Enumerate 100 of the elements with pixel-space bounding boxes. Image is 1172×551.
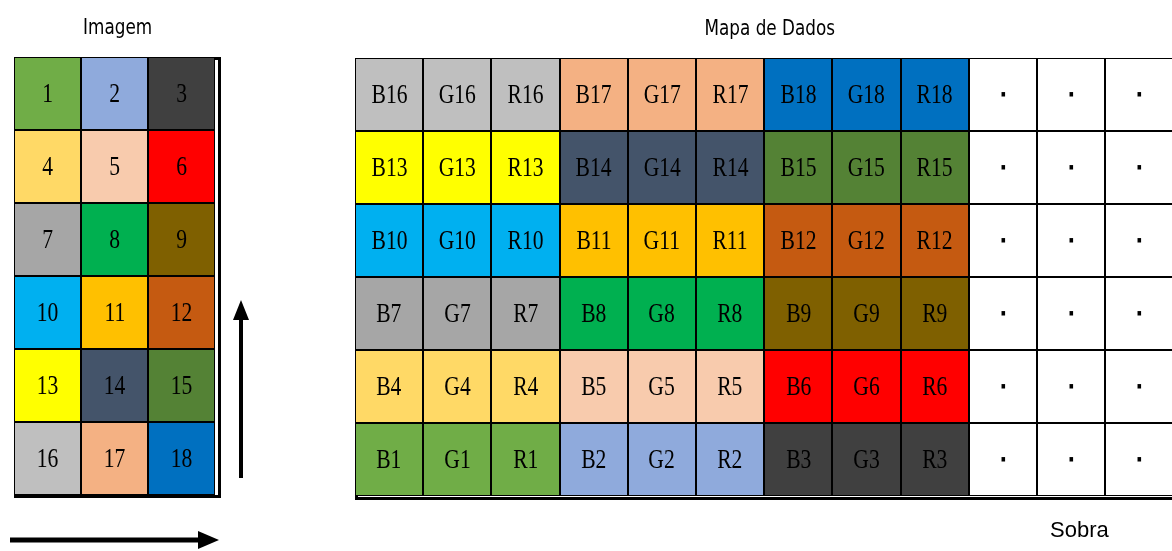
cell-label: G8	[648, 298, 676, 329]
cell-label: B13	[371, 152, 408, 183]
grid-cell	[1105, 350, 1172, 423]
cell-label: ▪	[1136, 449, 1142, 470]
cell-label: 5	[109, 151, 120, 182]
grid-title: Mapa de Dados	[704, 15, 836, 40]
cell-label: 18	[170, 443, 193, 474]
grid-cell	[148, 422, 215, 495]
grid-cell	[1105, 423, 1172, 496]
grid-cell	[1037, 131, 1106, 204]
grid-cell	[559, 131, 628, 204]
grid-cell	[968, 58, 1037, 131]
cell-label: G2	[648, 444, 676, 475]
grid-cell	[764, 58, 833, 131]
cell-label: R2	[717, 444, 743, 475]
cell-label: B3	[785, 444, 811, 475]
cell-label: ▪	[1068, 449, 1074, 470]
grid-cell	[559, 204, 628, 277]
cell-label: 16	[36, 443, 59, 474]
cell-label: R15	[916, 152, 953, 183]
grid-cell	[968, 131, 1037, 204]
grid-cell	[1037, 277, 1106, 350]
grid-cell	[696, 204, 765, 277]
cell-label: 1	[42, 78, 53, 109]
cell-label: 9	[176, 224, 187, 255]
grid-cell	[81, 203, 148, 276]
cell-label: B15	[780, 152, 817, 183]
cell-label: 4	[42, 151, 53, 182]
grid-cell	[900, 204, 969, 277]
cell-label: G11	[643, 225, 681, 256]
cell-label: G4	[444, 371, 471, 402]
cell-label: G15	[847, 152, 886, 183]
cell-label: 3	[176, 78, 187, 109]
grid-cell	[764, 350, 833, 423]
note-label: Sobra	[1050, 517, 1109, 543]
grid-cell	[627, 58, 696, 131]
cell-label: R5	[717, 371, 743, 402]
grid-cell	[832, 423, 901, 496]
cell-label: G12	[847, 225, 886, 256]
grid-title: Imagem	[82, 14, 153, 39]
cell-label: R16	[507, 79, 544, 110]
grid-cell	[968, 350, 1037, 423]
grid-cell	[832, 131, 901, 204]
grid-cell	[14, 349, 81, 422]
grid-cell	[148, 130, 215, 203]
cell-label: 7	[42, 224, 53, 255]
cell-label: ▪	[1136, 157, 1142, 178]
grid-cell	[355, 350, 424, 423]
cell-label: R17	[712, 79, 749, 110]
grid-cell	[491, 277, 560, 350]
grid-cell	[14, 130, 81, 203]
grid-cell	[1037, 58, 1106, 131]
cell-label: ▪	[1000, 157, 1006, 178]
grid-cell	[696, 58, 765, 131]
grid-cell	[423, 131, 492, 204]
grid-cell	[355, 131, 424, 204]
grid-cell	[1037, 423, 1106, 496]
grid-cell	[81, 422, 148, 495]
grid-cell	[148, 349, 215, 422]
cell-label: G18	[847, 79, 886, 110]
grid-cell	[1037, 204, 1106, 277]
cell-label: B6	[785, 371, 811, 402]
cell-label: ▪	[1068, 157, 1074, 178]
cell-label: ▪	[1136, 84, 1142, 105]
grid-cell	[423, 277, 492, 350]
grid-cell	[81, 349, 148, 422]
grid-cell	[764, 131, 833, 204]
grid-cell	[491, 131, 560, 204]
grid-cell	[423, 350, 492, 423]
grid-cell	[696, 277, 765, 350]
cell-label: 2	[109, 78, 120, 109]
cell-label: R14	[712, 152, 749, 183]
cell-label: ▪	[1000, 230, 1006, 251]
cell-label: 6	[176, 151, 187, 182]
grid-cell	[968, 423, 1037, 496]
grid-cell	[559, 350, 628, 423]
grid-cell	[14, 422, 81, 495]
grid-cell	[696, 423, 765, 496]
grid-cell	[968, 204, 1037, 277]
grid-cell	[900, 131, 969, 204]
cell-label: ▪	[1136, 376, 1142, 397]
grid-cell	[627, 277, 696, 350]
cell-label: G5	[648, 371, 676, 402]
cell-label: G3	[853, 444, 880, 475]
grid-cell	[764, 204, 833, 277]
cell-label: 13	[36, 370, 59, 401]
cell-label: 17	[103, 443, 126, 474]
cell-label: B5	[581, 371, 607, 402]
grid-cell	[900, 423, 969, 496]
grid-cell	[355, 58, 424, 131]
cell-label: 15	[170, 370, 193, 401]
grid-cell	[81, 57, 148, 130]
grid-cell	[900, 350, 969, 423]
grid-cell	[148, 203, 215, 276]
cell-label: R7	[512, 298, 539, 329]
grid-cell	[832, 58, 901, 131]
cell-label: ▪	[1068, 376, 1074, 397]
cell-label: G17	[643, 79, 681, 110]
grid-cell	[1105, 58, 1172, 131]
cell-label: B2	[581, 444, 607, 475]
